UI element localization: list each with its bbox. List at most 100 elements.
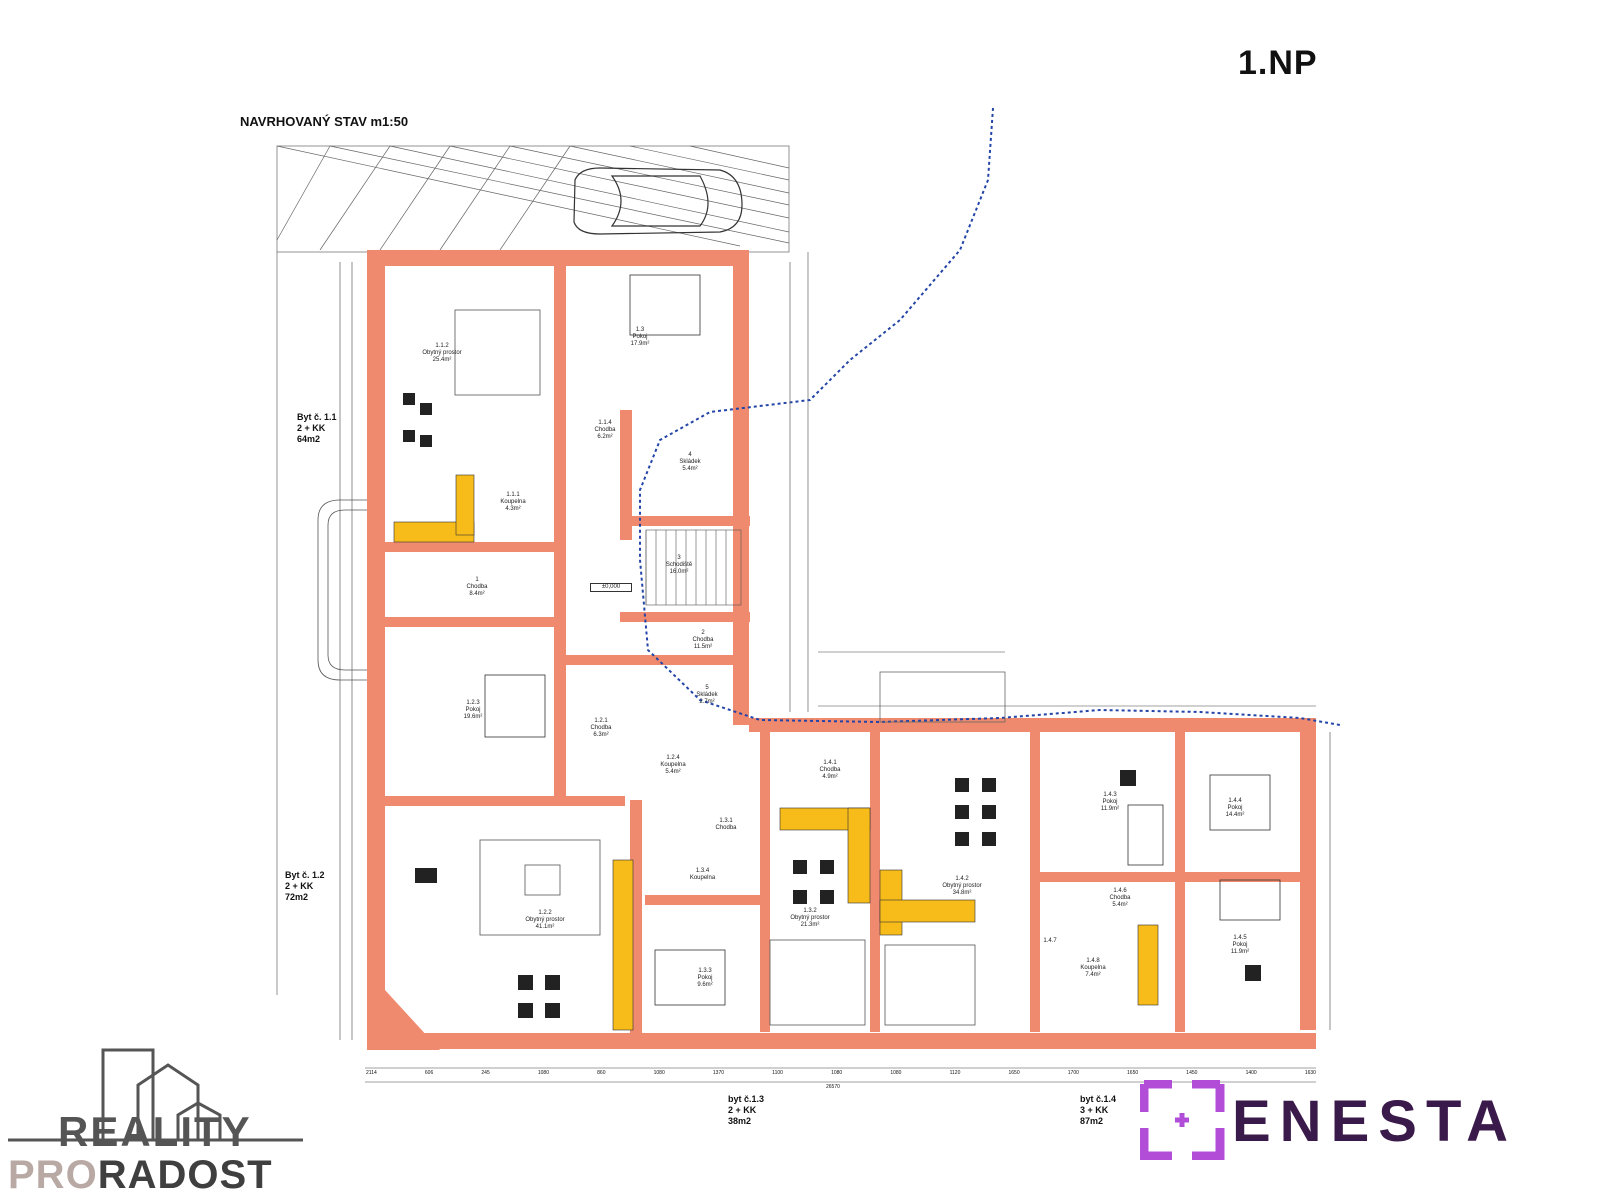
room-area: 17.9m² bbox=[630, 341, 650, 347]
room-name: Schodiště bbox=[665, 562, 693, 568]
room-number: 1 bbox=[475, 577, 479, 583]
dimension-value: 1080 bbox=[537, 1070, 549, 1076]
dimension-value: 1630 bbox=[1304, 1070, 1316, 1076]
dimension-value: 1370 bbox=[712, 1070, 725, 1076]
staircase bbox=[645, 529, 742, 606]
room-number: 1.3.4 bbox=[695, 868, 710, 874]
apartment-layout: 3 + KK bbox=[1080, 1105, 1109, 1115]
dimension-value: 1080 bbox=[653, 1070, 665, 1076]
room-label: 1.4.7 bbox=[1035, 938, 1065, 945]
beds bbox=[484, 274, 1281, 1006]
logo-radost: RADOST bbox=[97, 1153, 273, 1197]
elevation-mark: ±0,000 bbox=[590, 583, 632, 592]
apartment-id: byt č.1.4 bbox=[1080, 1094, 1117, 1104]
room-name: Chodba bbox=[692, 637, 714, 643]
dimension-value: 1080 bbox=[831, 1070, 843, 1076]
utility-line bbox=[639, 107, 1341, 726]
room-area: 9.6m² bbox=[697, 982, 713, 988]
room-number: 1.4.1 bbox=[823, 760, 837, 766]
room-number: 1.1.4 bbox=[598, 420, 612, 426]
plan-title: NAVRHOVANÝ STAV m1:50 bbox=[240, 114, 409, 129]
room-name: Skládek bbox=[696, 692, 718, 698]
room-area: 5.4m² bbox=[1112, 902, 1128, 908]
enesta-logo-icon bbox=[1140, 1080, 1225, 1160]
apartment-layout: 2 + KK bbox=[728, 1105, 757, 1115]
apartment-area: 72m2 bbox=[285, 892, 309, 902]
room-area: 4.9m² bbox=[822, 774, 838, 780]
car-icon bbox=[573, 167, 743, 235]
room-area: 34.8m² bbox=[952, 890, 972, 896]
logo-enesta-text: ENESTA bbox=[1232, 1089, 1517, 1154]
room-name: Chodba bbox=[715, 825, 737, 831]
room-number: 1.4.8 bbox=[1086, 958, 1100, 964]
building-walls bbox=[367, 250, 1316, 1050]
room-number: 1.4.3 bbox=[1103, 792, 1117, 798]
room-name: Chodba bbox=[590, 725, 612, 731]
dimension-values: 2114 606 245 1080 860 1080 1370 1100 108… bbox=[366, 1070, 1316, 1076]
room-name: Skládek bbox=[679, 459, 701, 465]
room-number: 4 bbox=[688, 452, 692, 458]
room-area: 16.0m² bbox=[669, 569, 689, 575]
room-number: 1.2.2 bbox=[538, 910, 552, 916]
dimension-value: 1650 bbox=[1127, 1070, 1139, 1076]
room-area: 11.9m² bbox=[1100, 806, 1120, 812]
room-name: Pokoj bbox=[1102, 799, 1118, 805]
room-name: Koupelna bbox=[660, 762, 686, 768]
room-name: Koupelna bbox=[1080, 965, 1106, 971]
furniture bbox=[403, 393, 1261, 1018]
room-number: 1.4.6 bbox=[1113, 888, 1127, 894]
room-name: Pokoj bbox=[697, 975, 713, 981]
floor-label: 1.NP bbox=[1238, 44, 1318, 82]
room-name: Obytný prostor bbox=[525, 917, 565, 923]
dimension-value: 1100 bbox=[772, 1070, 783, 1076]
dimension-total: 26570 bbox=[826, 1084, 840, 1090]
kitchen-counters bbox=[393, 474, 1159, 1031]
room-name: Obytný prostor bbox=[790, 915, 830, 921]
room-number: 1.2.3 bbox=[466, 700, 480, 706]
room-number: 1.2.4 bbox=[666, 755, 680, 761]
room-area: 19.6m² bbox=[463, 714, 483, 720]
apartment-1-3-label: byt č.1.3 2 + KK 38m2 bbox=[728, 1094, 764, 1127]
room-name: Pokoj bbox=[1227, 805, 1243, 811]
room-number: 5 bbox=[705, 685, 709, 691]
apartment-layout: 2 + KK bbox=[285, 881, 314, 891]
room-name: Chodba bbox=[819, 767, 841, 773]
room-number: 1.3 bbox=[635, 327, 645, 333]
room-area: 21.3m² bbox=[800, 922, 820, 928]
room-name: Chodba bbox=[594, 427, 616, 433]
room-area: 7.4m² bbox=[1085, 972, 1101, 978]
apartment-id: byt č.1.3 bbox=[728, 1094, 765, 1104]
room-name: Koupelna bbox=[689, 875, 716, 881]
room-area: 8.4m² bbox=[469, 591, 485, 597]
house-logo-icon bbox=[8, 1048, 303, 1142]
room-area: 11.5m² bbox=[693, 644, 713, 650]
apartment-1-4-label: byt č.1.4 3 + KK 87m2 bbox=[1080, 1094, 1116, 1127]
dimension-value: 606 bbox=[424, 1070, 434, 1076]
room-area: 6.3m² bbox=[593, 732, 609, 738]
logo-proradost-text: PRORADOST bbox=[8, 1153, 273, 1198]
logo-reality-text: REALITY bbox=[58, 1108, 252, 1155]
room-name: Obytný prostor bbox=[942, 883, 982, 889]
apartment-layout: 2 + KK bbox=[297, 423, 326, 433]
apartment-area: 64m2 bbox=[297, 434, 321, 444]
apartment-area: 38m2 bbox=[728, 1116, 752, 1126]
room-number: 1.4.7 bbox=[1043, 938, 1057, 944]
carport bbox=[276, 145, 809, 995]
room-area: 41.1m² bbox=[535, 924, 555, 930]
room-area: 6.2m² bbox=[597, 434, 613, 440]
room-area: 25.4m² bbox=[432, 357, 452, 363]
